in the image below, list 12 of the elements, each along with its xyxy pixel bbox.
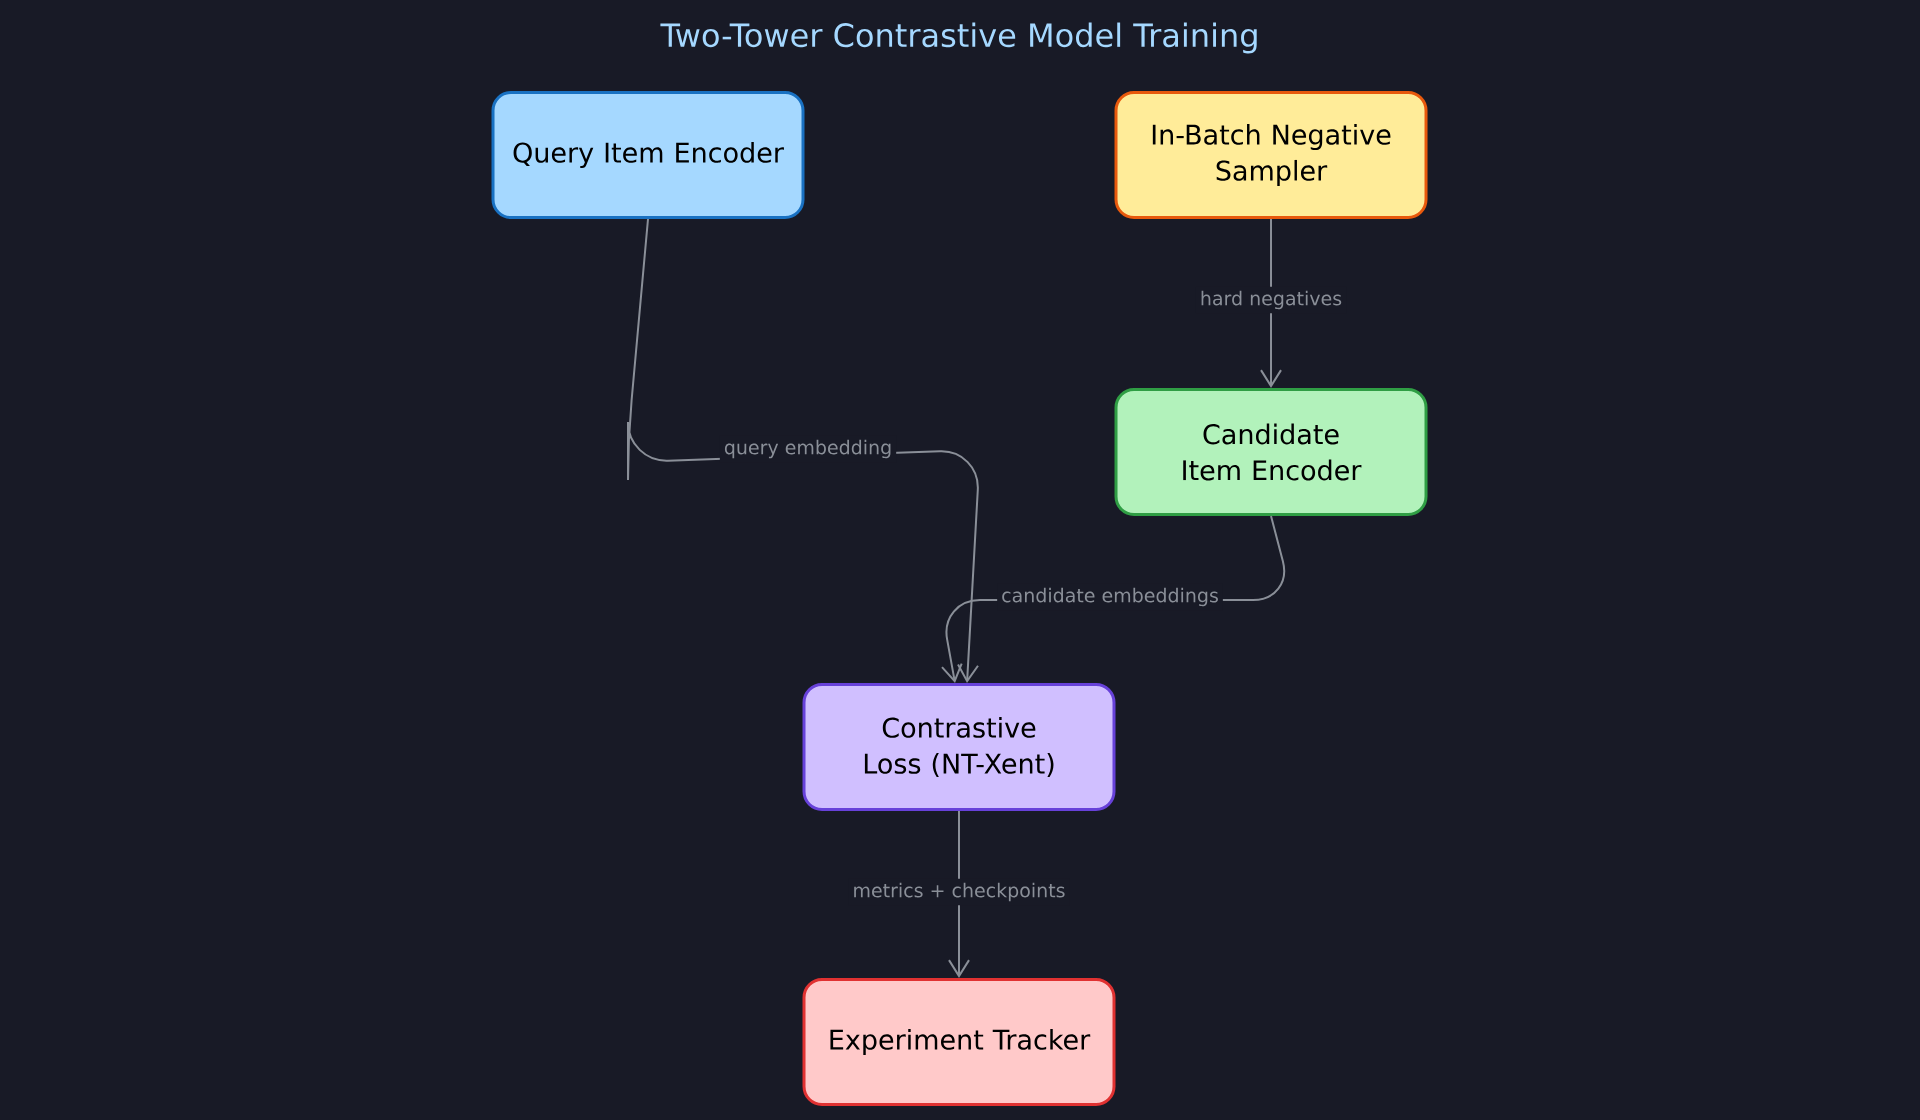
- title: Two-Tower Contrastive Model Training: [660, 22, 1257, 54]
- arrow: [948, 810, 970, 978]
- edge-label: query embedding: [719, 435, 897, 463]
- process-box: Candidate Item Encoder: [1114, 388, 1428, 516]
- process-box: Contrastive Loss (NT-Xent): [802, 683, 1116, 811]
- arrow: [1260, 218, 1282, 388]
- process-box: In-Batch Negative Sampler: [1114, 91, 1428, 219]
- process-box: Query Item Encoder: [491, 91, 805, 219]
- edge-label: hard negatives: [1195, 286, 1347, 314]
- process-box: Experiment Tracker: [802, 978, 1116, 1106]
- edge-label: candidate embeddings: [997, 583, 1223, 611]
- edge-label: metrics + checkpoints: [848, 878, 1070, 906]
